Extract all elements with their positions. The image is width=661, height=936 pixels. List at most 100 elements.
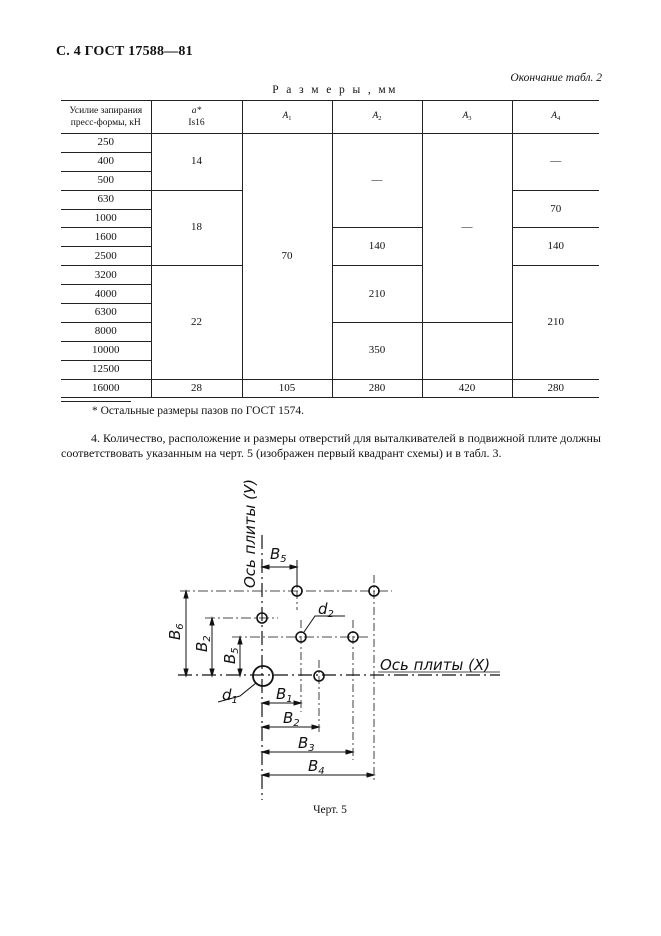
table-row: 10000 xyxy=(61,341,599,361)
A4-group-cell: 210 xyxy=(511,265,599,380)
table-row: 250 14 70 — — — xyxy=(61,133,599,380)
dim-label-d2: d2 xyxy=(318,600,334,620)
table-row: 500 xyxy=(61,171,599,191)
header-A3-sub: 3 xyxy=(468,114,472,122)
dimensions-table: Усилие запирания пресс-формы, кН a* Is16… xyxy=(61,100,599,399)
dim-arrow xyxy=(209,616,215,678)
dim-arrow xyxy=(183,589,189,678)
last-A3-cell: 420 xyxy=(421,378,512,399)
dim-arrow xyxy=(260,749,355,755)
dim-label-B6: B6 xyxy=(166,623,186,640)
header-A2: A2 xyxy=(331,100,422,134)
header-a-line2: Is16 xyxy=(188,118,205,128)
force-cell: 3200 xyxy=(61,265,151,286)
force-cell: 4000 xyxy=(61,284,151,305)
a-group-cell: 14 xyxy=(150,133,242,191)
x-axis-label: Ось плиты (X) xyxy=(380,656,490,674)
last-A1-cell: 105 xyxy=(241,378,332,399)
force-cell: 10000 xyxy=(61,341,151,361)
header-A2-letter: A xyxy=(372,110,379,121)
last-A2-cell: 280 xyxy=(331,378,422,399)
hole-d1 xyxy=(252,665,274,687)
dim-label-B5-vertical: B5 xyxy=(221,647,241,664)
a-group-cell: 22 xyxy=(150,265,242,380)
header-A3: A3 xyxy=(421,100,512,134)
header-a: a* Is16 xyxy=(150,100,242,134)
dim-arrow xyxy=(260,700,303,706)
table-row: 8000 350 xyxy=(61,322,599,380)
A3-empty-cell xyxy=(421,322,512,380)
A4-group-cell: 70 xyxy=(511,190,599,229)
table-row-last: 16000 28 105 280 420 280 xyxy=(61,378,599,399)
A4-group-cell: — xyxy=(511,133,599,191)
A2-group-cell: 140 xyxy=(331,227,422,267)
A2-group-cell: — xyxy=(331,133,422,229)
table-row: 12500 xyxy=(61,360,599,379)
header-force-line1: Усилие запирания xyxy=(69,106,143,116)
header-A4-sub: 4 xyxy=(557,114,561,122)
table-row: 400 xyxy=(61,152,599,172)
leader-d2 xyxy=(303,615,345,633)
header-a-line1: a* xyxy=(191,106,202,116)
header-A3-letter: A xyxy=(462,110,469,121)
dim-arrow xyxy=(260,724,321,730)
force-cell: 6300 xyxy=(61,303,151,323)
footnote-rule xyxy=(61,401,131,402)
table-row: 630 18 70 xyxy=(61,190,599,267)
A4-group-cell: 140 xyxy=(511,227,599,267)
header-A4-letter: A xyxy=(551,110,558,121)
hole xyxy=(347,631,359,643)
force-cell: 500 xyxy=(61,171,151,191)
header-A1: A1 xyxy=(241,100,332,134)
header-force: Усилие запирания пресс-формы, кН xyxy=(61,100,151,134)
table-row: 4000 xyxy=(61,284,599,305)
dim-label-B4: B4 xyxy=(308,757,325,777)
hole xyxy=(291,585,303,597)
table-row: 1600 140 140 xyxy=(61,227,599,267)
dim-label-B5-top: B5 xyxy=(270,545,287,565)
dim-arrow xyxy=(237,635,243,678)
y-axis-label: Ось плиты (У) xyxy=(241,479,259,588)
A2-group-cell: 350 xyxy=(331,322,422,380)
hole xyxy=(313,670,325,682)
page-header: С. 4 ГОСТ 17588—81 xyxy=(56,44,193,59)
header-force-line2: пресс-формы, кН xyxy=(70,118,141,128)
table-row: 1000 xyxy=(61,209,599,229)
table-row: 3200 22 210 210 xyxy=(61,265,599,380)
header-A4: A4 xyxy=(511,100,599,134)
dim-label-B2: B2 xyxy=(283,709,300,729)
header-A1-letter: A xyxy=(282,110,289,121)
header-A2-sub: 2 xyxy=(378,114,382,122)
force-cell: 12500 xyxy=(92,363,120,376)
header-A1-sub: 1 xyxy=(288,114,292,122)
leader-d1 xyxy=(217,682,257,703)
hole xyxy=(368,585,380,597)
force-cell: 2500 xyxy=(61,246,151,267)
dim-label-d1: d1 xyxy=(222,686,238,706)
table-row: 2500 xyxy=(61,246,599,267)
dim-label-B3: B3 xyxy=(298,734,315,754)
force-cell: 1600 xyxy=(61,227,151,248)
A2-group-cell: 210 xyxy=(331,265,422,323)
A3-group-cell: — xyxy=(421,133,512,323)
dim-arrow xyxy=(260,564,299,570)
dim-label-B1: B1 xyxy=(276,685,293,705)
force-cell: 8000 xyxy=(61,322,151,342)
paragraph-4: 4. Количество, расположение и размеры от… xyxy=(61,431,601,460)
dim-arrow xyxy=(260,772,376,778)
force-cell: 630 xyxy=(61,190,151,210)
A1-group-cell: 70 xyxy=(241,133,332,380)
footnote: * Остальные размеры пазов по ГОСТ 1574. xyxy=(92,405,305,417)
hole-d2 xyxy=(295,631,307,643)
table-caption: Р а з м е р ы , мм xyxy=(272,84,398,96)
force-cell: 250 xyxy=(61,133,151,153)
table-continuation-label: Окончание табл. 2 xyxy=(510,72,602,84)
figure-caption: Черт. 5 xyxy=(313,804,347,816)
last-force-cell: 16000 xyxy=(61,378,151,399)
last-a-cell: 28 xyxy=(150,378,242,399)
force-cell: 400 xyxy=(61,152,151,172)
hole xyxy=(256,612,268,624)
force-cell: 1000 xyxy=(61,209,151,229)
a-group-cell: 18 xyxy=(150,190,242,267)
table-header-row: Усилие запирания пресс-формы, кН a* Is16… xyxy=(61,100,599,134)
